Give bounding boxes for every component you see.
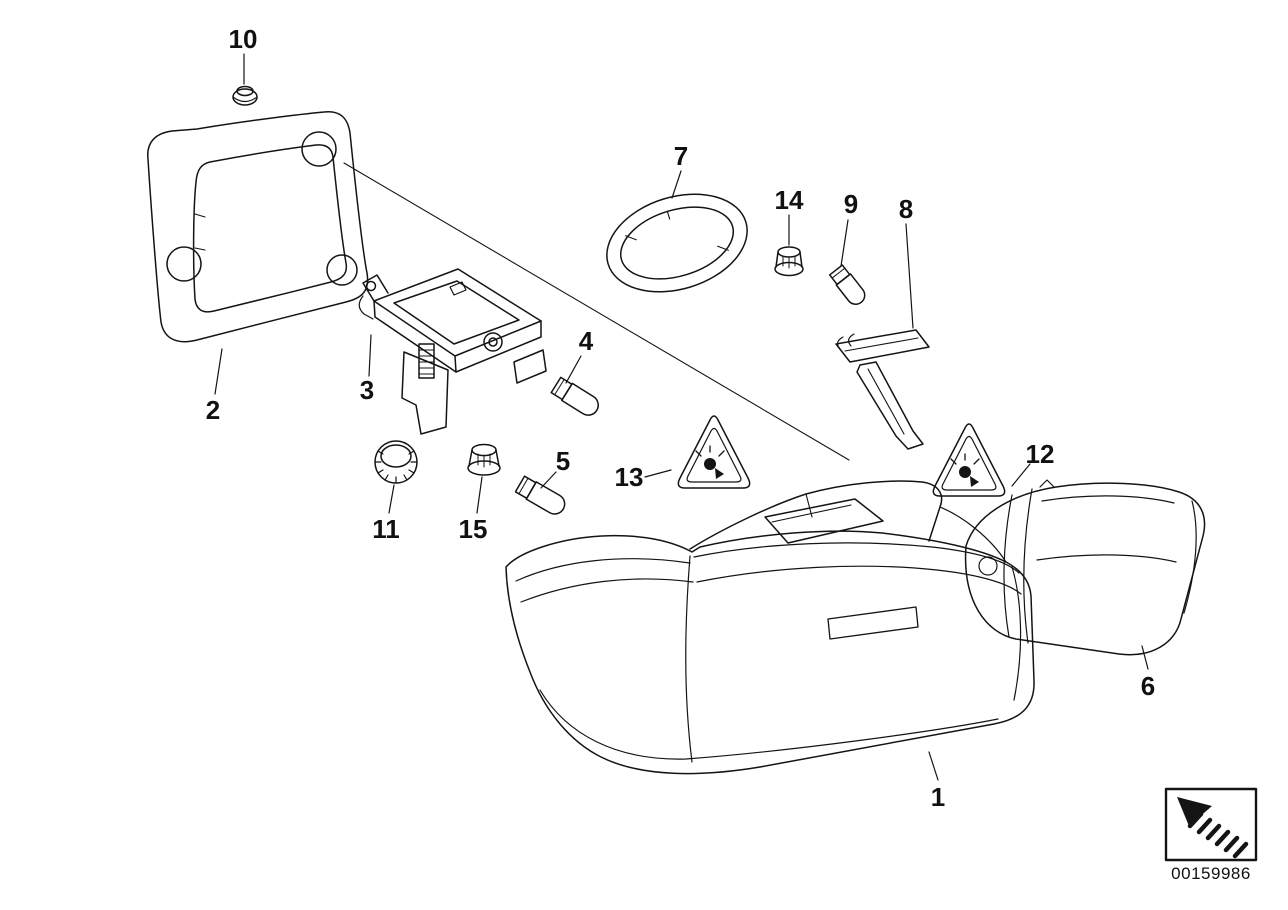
part-13-warning-triangle-icon	[677, 415, 751, 489]
part-8-bracket	[835, 329, 930, 450]
gasket-hole-left	[166, 246, 202, 282]
leader-line-11	[388, 484, 395, 514]
part-5-bulb	[514, 475, 566, 515]
callout-5[interactable]: 5	[555, 446, 571, 476]
part-11-cover-cap	[374, 440, 418, 484]
callout-8[interactable]: 8	[898, 194, 914, 224]
leader-lines	[214, 53, 1149, 781]
part-6-rear-light-inner	[964, 479, 1206, 656]
part-12-warning-triangle-icon	[932, 423, 1006, 497]
leader-line-12	[1011, 463, 1031, 487]
bulb-opening	[764, 498, 884, 544]
leader-line-7	[671, 170, 682, 199]
part-4-bulb	[550, 376, 599, 416]
catalog-arrow-icon	[1177, 797, 1212, 826]
lens-outline	[505, 530, 1035, 775]
construction-line	[343, 162, 850, 461]
arrow-hatch-tail	[1187, 811, 1249, 859]
callout-4[interactable]: 4	[578, 326, 594, 356]
leader-line-1	[928, 751, 939, 781]
leader-line-13	[644, 469, 672, 478]
doc-number: 00159986	[1171, 864, 1251, 883]
bulb-socket	[483, 332, 503, 352]
leader-line-9	[840, 219, 849, 267]
callout-10[interactable]: 10	[228, 24, 258, 54]
part-10-nut	[232, 85, 258, 106]
gasket-hole-top	[301, 131, 337, 167]
part-2-gasket	[147, 111, 369, 343]
part-7-gasket-ring	[606, 193, 748, 293]
callout-15[interactable]: 15	[458, 514, 488, 544]
callout-9[interactable]: 9	[843, 189, 859, 219]
catalog-logo-box	[1164, 787, 1258, 862]
connector-pins	[418, 343, 435, 379]
gasket-hole-bottom	[326, 254, 358, 286]
leader-line-4	[565, 355, 582, 384]
callout-6[interactable]: 6	[1140, 671, 1156, 701]
callout-1[interactable]: 1	[930, 782, 946, 812]
part-14-nut	[774, 246, 804, 277]
bulb-socket	[978, 556, 998, 576]
callout-7[interactable]: 7	[673, 141, 689, 171]
callout-2[interactable]: 2	[205, 395, 221, 425]
part-3-bulb-carrier	[358, 268, 547, 435]
part-15-nut	[467, 443, 501, 476]
callout-3[interactable]: 3	[359, 375, 375, 405]
part-1-rear-light-outer	[505, 480, 1035, 775]
part-9-bulb	[828, 264, 866, 305]
leader-line-15	[476, 476, 483, 514]
leader-line-2	[214, 348, 223, 395]
callout-11[interactable]: 11	[372, 514, 400, 544]
lens-window-detail	[827, 606, 919, 640]
callout-13[interactable]: 13	[614, 462, 644, 492]
callout-12[interactable]: 12	[1025, 439, 1055, 469]
leader-line-6	[1141, 645, 1149, 670]
leader-line-8	[905, 223, 914, 329]
callout-14[interactable]: 14	[774, 185, 804, 215]
leader-line-3	[368, 334, 372, 377]
